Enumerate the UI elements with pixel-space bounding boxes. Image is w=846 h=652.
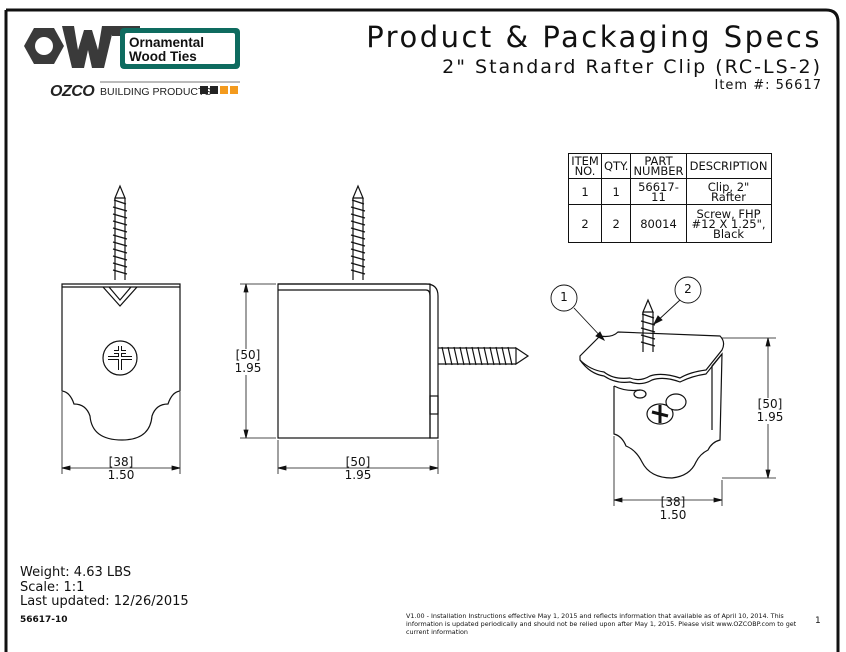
brand-line2: Wood Ties [129,49,197,64]
front-width-label: [38]1.50 [107,455,135,482]
item-number: Item #: 56617 [714,78,822,93]
document-number: 56617-10 [20,615,68,625]
balloon-1-label: 1 [560,290,568,304]
isometric-view [579,298,725,479]
iso-dimensions [613,337,776,506]
screw-head-front [102,340,138,376]
logo-w-shape [62,26,114,68]
scale-text: Scale: 1:1 [20,580,85,595]
iso-height-label: [50]1.95 [750,398,790,424]
sheet-border [6,8,840,652]
page-number: 1 [815,616,821,626]
side-view [277,184,530,439]
weight-text: Weight: 4.63 LBS [20,565,132,580]
balloon-1 [550,284,578,312]
updated-text: Last updated: 12/26/2015 [20,594,189,609]
callout-leaders [550,276,702,342]
table-row: 2 2 80014 Screw, FHP#12 X 1.25",Black [568,204,772,243]
ozco-wordmark: OZCO [50,83,95,100]
side-width-label: [50]1.95 [344,455,372,482]
balloon-2 [674,276,702,304]
iso-width-label: [38]1.50 [659,495,687,522]
brand-line1: Ornamental [129,35,205,50]
table-row: 1 1 56617-11 Clip, 2"Rafter [568,178,772,205]
front-width-dimension [61,392,181,474]
front-view [61,184,181,441]
disclaimer-text: V1.00 - Installation Instructions effect… [406,612,797,636]
bom-header-description: DESCRIPTION [685,153,772,179]
side-height-label: [50]1.95 [228,349,268,375]
page-title: Product & Packaging Specs [366,20,822,54]
screw-thread-front [112,198,128,280]
ozco-tagline: BUILDING PRODUCTS [100,86,212,98]
owt-logo [24,26,240,94]
bom-header-qty: QTY. [600,153,632,179]
page-subtitle: 2" Standard Rafter Clip (RC-LS-2) [442,56,822,78]
balloon-2-label: 2 [684,282,692,296]
